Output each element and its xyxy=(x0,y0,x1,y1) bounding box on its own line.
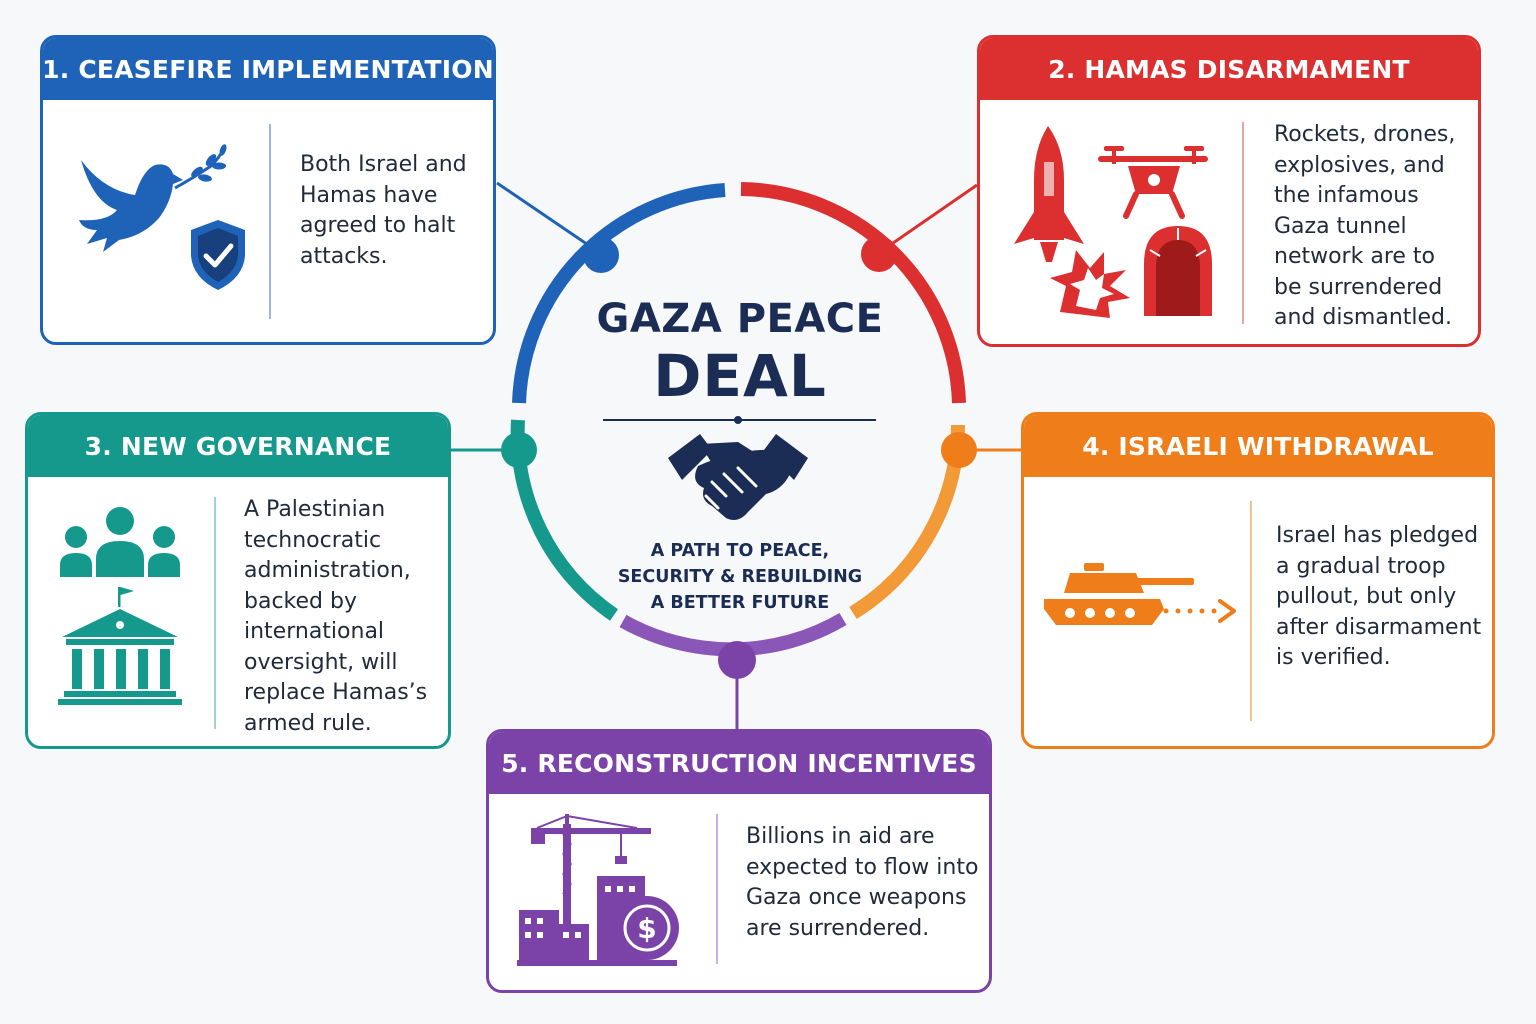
node-disarmament xyxy=(861,236,897,272)
arrow-right-icon xyxy=(1163,599,1236,623)
card-icons xyxy=(79,144,245,290)
connector-disarmament xyxy=(879,183,978,254)
title-separator-dot xyxy=(734,416,742,424)
description-line: attacks. xyxy=(300,243,388,269)
svg-text:$: $ xyxy=(637,912,656,945)
description-line: explosives, and xyxy=(1274,152,1445,178)
center-title-line1: GAZA PEACE xyxy=(596,296,884,342)
center-subtitle-line: SECURITY & REBUILDING xyxy=(617,567,863,587)
tunnel-icon xyxy=(1144,226,1212,316)
card-description: Billions in aid are expected to flow int… xyxy=(746,822,978,944)
card-divider xyxy=(1250,501,1252,721)
card-icons xyxy=(1044,563,1236,625)
card-description: Rockets, drones, explosives, and the inf… xyxy=(1274,120,1455,334)
description-line: and dismantled. xyxy=(1274,305,1453,330)
card-title: 2. HAMAS DISARMAMENT xyxy=(980,38,1478,100)
card-ceasefire: 1. CEASEFIRE IMPLEMENTATION Both Israel … xyxy=(40,35,496,345)
card-description: Both Israel and Hamas have agreed to hal… xyxy=(300,150,467,272)
description-line: Gaza tunnel xyxy=(1274,213,1407,239)
description-line: administration, xyxy=(244,558,411,583)
card-description: A Palestinian technocratic administratio… xyxy=(244,495,427,739)
card-icons xyxy=(1014,126,1212,318)
connector-ceasefire xyxy=(496,181,601,255)
center-subtitle-line: A PATH TO PEACE, xyxy=(650,541,830,561)
description-line: the infamous xyxy=(1274,183,1419,208)
description-line: backed by xyxy=(244,588,357,614)
node-withdrawal xyxy=(941,432,977,468)
description-line: expected to flow into xyxy=(746,854,979,880)
description-line: replace Hamas’s xyxy=(244,680,428,705)
description-line: Billions in aid are xyxy=(746,824,935,849)
description-line: after disarmament xyxy=(1276,614,1482,640)
description-line: Hamas have xyxy=(300,182,438,208)
dollar-coin-icon: $ xyxy=(615,896,679,960)
description-line: are surrendered. xyxy=(746,915,930,941)
drone-icon xyxy=(1098,146,1208,219)
card-divider xyxy=(269,124,271,319)
handshake-icon xyxy=(668,434,808,520)
explosion-icon xyxy=(1050,250,1130,318)
shield-check-icon xyxy=(191,220,245,290)
description-line: Rockets, drones, xyxy=(1274,122,1456,147)
description-line: Israel has pledged xyxy=(1276,523,1479,548)
dove-icon xyxy=(79,144,227,252)
description-line: network are to xyxy=(1274,244,1435,269)
rocket-icon xyxy=(1014,126,1084,262)
people-group-icon xyxy=(60,507,180,577)
node-governance xyxy=(501,432,537,468)
card-title: 4. ISRAELI WITHDRAWAL xyxy=(1024,415,1492,477)
card-icons xyxy=(58,507,182,705)
card-disarmament: 2. HAMAS DISARMAMENT xyxy=(977,35,1481,347)
card-withdrawal: 4. ISRAELI WITHDRAWAL xyxy=(1021,412,1495,749)
card-title: 5. RECONSTRUCTION INCENTIVES xyxy=(489,732,989,794)
description-line: agreed to halt xyxy=(300,213,456,238)
description-line: be surrendered xyxy=(1274,274,1443,300)
description-line: is verified. xyxy=(1276,645,1391,670)
description-line: oversight, will xyxy=(244,649,398,675)
node-reconstruction xyxy=(718,641,756,679)
description-line: pullout, but only xyxy=(1276,584,1457,609)
government-building-icon xyxy=(58,587,182,705)
card-divider xyxy=(214,497,216,729)
node-ceasefire xyxy=(583,237,619,273)
description-line: armed rule. xyxy=(244,710,372,736)
tank-icon xyxy=(1044,563,1194,625)
description-line: Gaza once weapons xyxy=(746,885,967,910)
card-title: 1. CEASEFIRE IMPLEMENTATION xyxy=(43,38,493,100)
center-title-line2: DEAL xyxy=(653,342,827,410)
description-line: technocratic xyxy=(244,527,382,553)
description-line: Both Israel and xyxy=(300,152,467,177)
card-reconstruction: 5. RECONSTRUCTION INCENTIVES xyxy=(486,729,992,993)
card-divider xyxy=(1242,122,1244,324)
description-line: international xyxy=(244,619,385,644)
description-line: A Palestinian xyxy=(244,497,386,522)
center-subtitle-line: A BETTER FUTURE xyxy=(650,593,830,613)
description-line: a gradual troop xyxy=(1276,553,1446,579)
card-divider xyxy=(716,814,718,964)
card-title: 3. NEW GOVERNANCE xyxy=(28,415,448,477)
card-governance: 3. NEW GOVERNANCE xyxy=(25,412,451,749)
card-icons: $ xyxy=(517,814,679,966)
card-description: Israel has pledged a gradual troop pullo… xyxy=(1276,521,1481,674)
ring-segment-blue xyxy=(512,183,726,404)
center-subtitle: A PATH TO PEACE, SECURITY & REBUILDING A… xyxy=(590,538,890,616)
